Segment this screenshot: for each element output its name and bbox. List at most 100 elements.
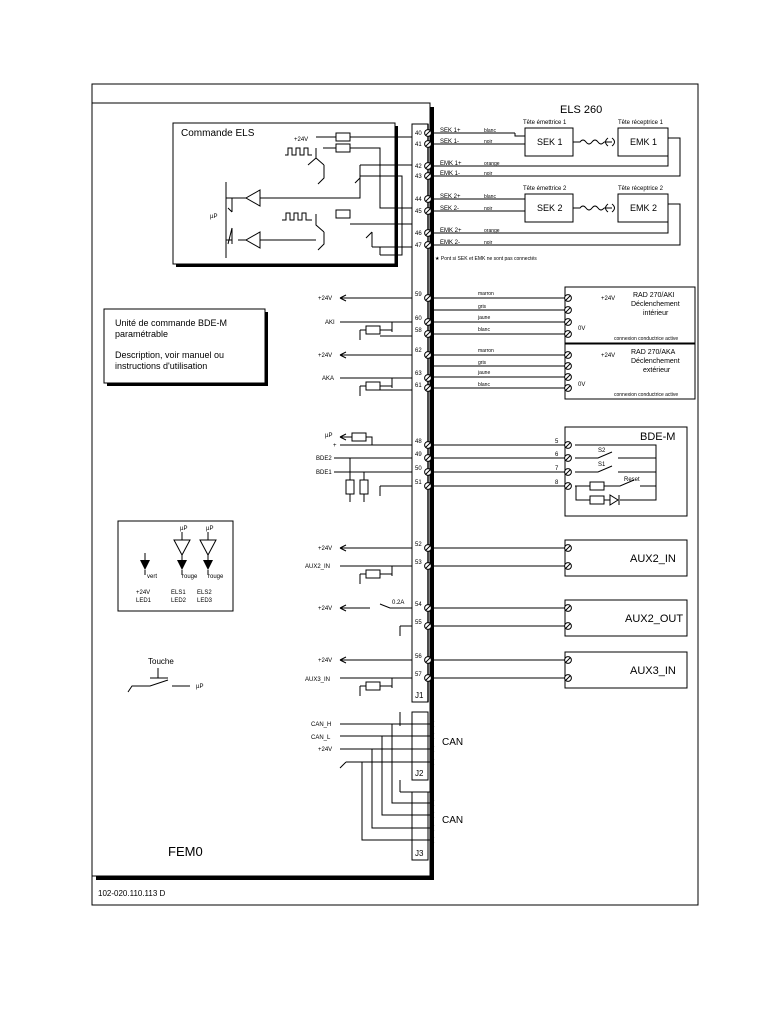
led2-diode <box>177 560 187 570</box>
aux3-in-box <box>564 651 688 689</box>
terminal-screw-slash <box>565 469 571 475</box>
terminal-screw-slash <box>565 307 571 313</box>
emk2-label: EMK 2 <box>630 203 657 213</box>
els-pin-label: SEK 1+ <box>440 128 461 134</box>
bde-pin-49: 49 <box>415 452 422 458</box>
rad-aki-0v: 0V <box>578 326 585 332</box>
aka-resistor <box>365 381 381 391</box>
bde-desc-line3: Description, voir manuel ou <box>115 350 224 360</box>
rad-aka-section: +24V AKA 62 63 61 marron gris jaune blan… <box>318 343 696 400</box>
terminal-screw-slash <box>565 363 571 369</box>
fem0-label: FEM0 <box>168 844 203 859</box>
rad-aka-0v: 0V <box>578 382 585 388</box>
terminal-screw-slash <box>425 657 431 663</box>
els-24v-label: +24V <box>294 137 308 143</box>
can-connector-pin <box>429 836 435 844</box>
commande-els-box <box>172 122 396 265</box>
bde-reset-label: Reset <box>624 477 640 483</box>
tete-emettrice-1-label: Tête émettrice 1 <box>523 120 567 126</box>
tete-receptrice-1-label: Tête réceptrice 1 <box>618 120 664 126</box>
rad-aka-sub1: Déclenchement <box>631 358 680 365</box>
can-connector-pin <box>429 732 435 740</box>
terminal-screw-slash <box>425 352 431 358</box>
bde-pin-51: 51 <box>415 480 422 486</box>
aux2-out-section: +24V 0.2A 54 55 AUX2_OUT <box>318 599 688 637</box>
aka-pin-61: 61 <box>415 383 422 389</box>
terminal-screw-slash <box>425 196 431 202</box>
terminal-symbols <box>424 129 572 844</box>
terminal-screw-slash <box>565 331 571 337</box>
bde-resistor-1 <box>345 479 355 495</box>
touche-switch <box>127 668 190 693</box>
led-wiring <box>144 532 209 575</box>
led3-label-b: LED3 <box>197 598 213 604</box>
aux3in-input: AUX3_IN <box>305 677 330 683</box>
rad-aki-sub2: intérieur <box>643 310 669 317</box>
emk1-box <box>617 127 669 157</box>
can-24v-label: +24V <box>318 747 332 753</box>
els-pin-label: SEK 1- <box>440 139 459 145</box>
els-pin-number: 46 <box>415 231 422 237</box>
can-h-label: CAN_H <box>311 722 331 728</box>
bde-switches <box>575 444 657 501</box>
bde-led-diode <box>609 494 619 506</box>
els-pin-cable-color: noir <box>484 240 493 246</box>
bde-right-pin-7: 7 <box>555 466 559 472</box>
els-pin-cable-color: noir <box>484 171 493 177</box>
terminal-screw-slash <box>565 483 571 489</box>
j2-label: J2 <box>415 769 424 778</box>
sek2-box <box>524 193 574 223</box>
terminal-screw-slash <box>565 455 571 461</box>
bde-right-pin-6: 6 <box>555 452 559 458</box>
aux2-in-section: +24V AUX2_IN 52 53 AUX2_IN <box>305 539 688 584</box>
led3-label-a: ELS2 <box>197 590 212 596</box>
terminal-screw-slash <box>425 563 431 569</box>
bde2-label: BDE2 <box>316 456 332 462</box>
els-resistor-1 <box>335 132 351 142</box>
els-up-label: µP <box>210 214 217 220</box>
terminal-screw-slash <box>425 605 431 611</box>
aux3-in-title: AUX3_IN <box>630 665 676 677</box>
terminal-screw-slash <box>425 623 431 629</box>
aki-input-label: AKI <box>325 320 335 326</box>
aki-resistor <box>365 325 381 335</box>
bde-resistor-up <box>351 432 367 442</box>
led2-label-b: LED2 <box>171 598 187 604</box>
terminal-screw-slash <box>565 374 571 380</box>
led3-diode <box>203 560 213 570</box>
bde-pin-50: 50 <box>415 466 422 472</box>
els-pin-cable-color: noir <box>484 139 493 145</box>
terminal-screw-slash <box>565 352 571 358</box>
terminal-screw-slash <box>425 242 431 248</box>
rad-aka-conn: connexion conductrice active <box>614 392 678 398</box>
bde-resistor-led-1 <box>589 481 605 491</box>
terminal-screw-slash <box>565 675 571 681</box>
touche-up: µP <box>196 684 203 690</box>
led-up-2: µP <box>206 526 213 532</box>
aux2-in-title: AUX2_IN <box>630 553 676 565</box>
led1-label-a: +24V <box>136 590 150 596</box>
aka-color-gris: gris <box>478 360 487 366</box>
els-pin-number: 40 <box>415 131 422 137</box>
can-connector-pin <box>429 758 435 766</box>
rad-aki-24v: +24V <box>601 296 615 302</box>
terminal-screw-slash <box>425 295 431 301</box>
aki-color-gris: gris <box>478 304 487 310</box>
aux2out-24v: +24V <box>318 606 332 612</box>
aux3in-pin-56: 56 <box>415 654 422 660</box>
els-pin-label: EMK 2- <box>440 240 460 246</box>
terminal-screw-slash <box>565 623 571 629</box>
els-pin-number: 47 <box>415 243 422 249</box>
optical-link-2 <box>573 203 615 213</box>
terminal-screw-slash <box>425 230 431 236</box>
aki-pin-59: 59 <box>415 292 422 298</box>
aux2out-pin-55: 55 <box>415 620 422 626</box>
bde-wiring <box>334 433 565 502</box>
terminal-screw-slash <box>565 605 571 611</box>
rad-aki-conn: connexion conductrice active <box>614 336 678 342</box>
aka-color-blanc: blanc <box>478 382 490 388</box>
terminal-screw-slash <box>425 163 431 169</box>
els-resistor-3 <box>335 209 351 219</box>
bde-pin-48: 48 <box>415 439 422 445</box>
